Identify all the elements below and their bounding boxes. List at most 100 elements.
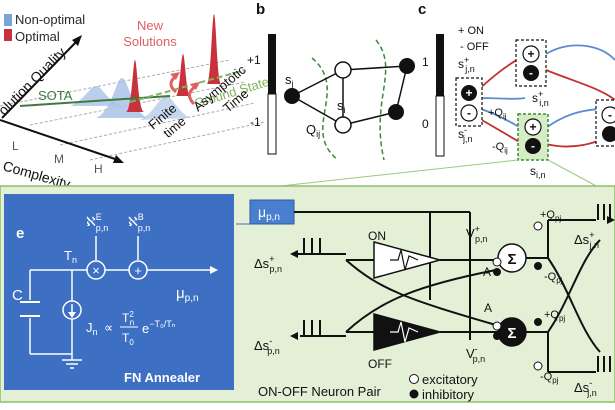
legend-inh-label: inhibitory bbox=[422, 387, 475, 402]
output-spikes-minus bbox=[590, 356, 611, 373]
off-label: OFF bbox=[368, 357, 392, 371]
a-bottom-label: A bbox=[484, 301, 492, 315]
x-axis-arrow bbox=[113, 155, 124, 163]
input-spikes-minus bbox=[303, 320, 321, 336]
y-axis-arrow bbox=[72, 35, 82, 46]
zoom-line-left bbox=[261, 159, 519, 189]
label-sj-plus: s+j,n bbox=[458, 55, 475, 74]
label-sj: sj bbox=[285, 72, 294, 89]
synapse-out-2 bbox=[534, 262, 542, 270]
on-spike-icon bbox=[390, 249, 419, 271]
neuron-i-off bbox=[525, 138, 541, 154]
multiplier-node bbox=[86, 260, 106, 280]
adder-node bbox=[128, 260, 148, 280]
node-top bbox=[334, 61, 352, 79]
nonoptimal-dist-3 bbox=[140, 96, 190, 120]
panel-b-scale-bottom: -1 bbox=[250, 115, 261, 129]
panel-b-boundary-2 bbox=[375, 39, 387, 161]
panel-b-edges bbox=[291, 65, 408, 126]
input-plus-label: Δs+p,n bbox=[254, 254, 282, 274]
finite-time-label: Finitetime bbox=[145, 100, 189, 144]
a-top-label: A bbox=[483, 265, 491, 279]
on-amplifier bbox=[373, 241, 443, 279]
output-plus-label: Δs+j,n bbox=[574, 230, 599, 250]
panel-b-boundary-1 bbox=[311, 57, 339, 161]
output-arrow bbox=[210, 266, 218, 274]
sum-node-bottom bbox=[497, 317, 527, 347]
q-pj-mid1: -Qpj bbox=[544, 271, 563, 285]
mu-box-label: μp,n bbox=[258, 204, 280, 223]
tick-h: H bbox=[94, 162, 103, 176]
ground-state-line bbox=[129, 69, 246, 103]
neuron-right-off bbox=[601, 106, 615, 124]
neuron-top-off bbox=[523, 65, 539, 81]
label-pos-qij: +Qij bbox=[488, 107, 507, 121]
label-neg-qij: -Qij bbox=[492, 141, 508, 155]
synapse-bot-exc bbox=[492, 321, 502, 331]
node-si bbox=[334, 116, 352, 134]
zoom-line-right bbox=[547, 159, 601, 189]
legend-exc-label: excitatory bbox=[422, 372, 478, 387]
synapse-top-inh bbox=[493, 268, 501, 276]
neuron-right-on bbox=[602, 126, 615, 142]
adder-sym: + bbox=[134, 263, 142, 278]
frac-den: T0 bbox=[122, 331, 134, 347]
panel-b-letter: b bbox=[256, 1, 265, 18]
legend-nonoptimal-label: Non-optimal bbox=[15, 12, 85, 27]
panel-e-letter: e bbox=[16, 225, 24, 242]
improvement-arrow-2-head bbox=[190, 82, 200, 90]
q-pj-top: +Qpj bbox=[540, 209, 561, 223]
neuron-j-off bbox=[460, 104, 478, 122]
optimal-spike-3 bbox=[207, 14, 221, 84]
panel-c-scale-top: 1 bbox=[422, 55, 429, 69]
mu-output-label: μp,n bbox=[176, 285, 199, 304]
off-amplifier bbox=[373, 313, 443, 351]
y-axis-label: olution Quality bbox=[0, 44, 69, 118]
q-pj-mid2: +Qpj bbox=[544, 309, 565, 323]
synapse-out-3 bbox=[534, 318, 542, 326]
sota-label: SOTA bbox=[38, 88, 73, 103]
synapse-top-exc bbox=[492, 257, 502, 267]
floor-grid bbox=[0, 59, 266, 161]
tn-label: Tn bbox=[64, 248, 77, 265]
panel-b-scale-top: +1 bbox=[247, 53, 261, 67]
jn-label: Jn bbox=[86, 320, 98, 337]
panel-c-scale-white bbox=[435, 95, 445, 157]
panel-b: b +1 -1 sj si Qij bbox=[247, 1, 415, 161]
label-si-minus: si,n bbox=[530, 164, 546, 180]
neuron-right-off-sym: - bbox=[608, 108, 612, 122]
node-right-top bbox=[399, 58, 415, 74]
multiplier-sym: × bbox=[92, 263, 100, 278]
legend-inh-dot bbox=[409, 389, 419, 399]
on-label: ON bbox=[368, 229, 386, 243]
capacitor-label: C bbox=[12, 287, 23, 304]
panel-b-scale-white bbox=[267, 93, 277, 155]
panel-c-scale-black bbox=[436, 34, 444, 96]
improvement-arrow-1-head bbox=[170, 72, 180, 80]
off-spike-icon bbox=[390, 321, 419, 343]
sota-line bbox=[19, 95, 171, 107]
legend-nonoptimal-swatch bbox=[4, 14, 12, 26]
panel-b-scale-black bbox=[268, 34, 276, 94]
pair-label: ON-OFF Neuron Pair bbox=[258, 384, 381, 399]
v-plus-label: V+p,n bbox=[466, 224, 487, 244]
current-source-arrowhead bbox=[68, 312, 76, 318]
neuron-top-on-sym: + bbox=[527, 47, 534, 61]
label-si-plus: s+i,n bbox=[532, 89, 549, 108]
output-minus-label: Δs-j,n bbox=[574, 378, 597, 398]
legend-optimal-swatch bbox=[4, 29, 12, 41]
label-qij: Qij bbox=[306, 122, 320, 139]
y-axis-line bbox=[1, 39, 79, 119]
panel-e-background bbox=[4, 194, 234, 390]
panel-c: c 1 0 + ON - OFF + - + - bbox=[418, 1, 615, 180]
input-plus-arrow bbox=[290, 250, 298, 258]
output-plus-arrow bbox=[607, 216, 615, 224]
q-pj-bot: -Qpj bbox=[540, 371, 559, 385]
